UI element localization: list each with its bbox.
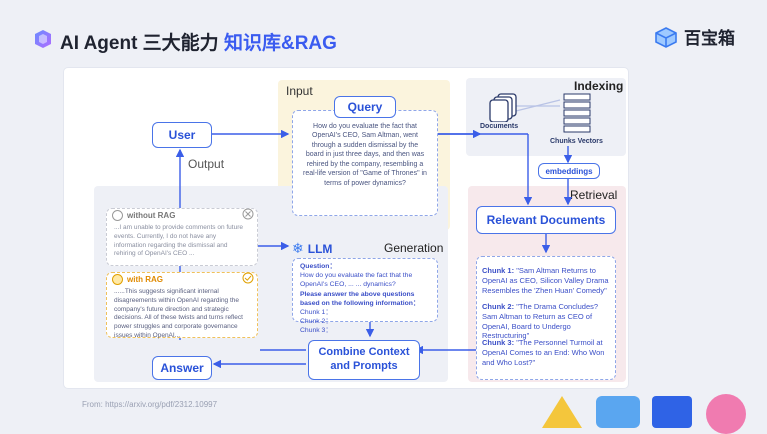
chunk-3-text: "The Personnel Turmoil at OpenAI Comes t… xyxy=(482,338,605,367)
chunk-2: Chunk 2: "The Drama Concludes? Sam Altma… xyxy=(482,302,610,341)
page-title: AI Agent 三大能力 知识库&RAG xyxy=(60,28,337,55)
with-rag-text: ......This suggests significant internal… xyxy=(114,288,243,339)
prompt-instruction: Please answer the above questions based … xyxy=(300,291,420,308)
box-logo-icon xyxy=(655,26,677,48)
user-node: User xyxy=(152,122,212,148)
prompt-question-text: How do you evaluate the fact that the Op… xyxy=(300,271,413,288)
llm-label: LLM xyxy=(307,241,333,256)
query-text: How do you evaluate the fact that OpenAI… xyxy=(303,123,427,187)
chunk-1-text: "Sam Altman Returns to OpenAI as CEO, Si… xyxy=(482,266,609,295)
blue-cube-decoration xyxy=(652,396,692,428)
generation-region-label: Generation xyxy=(384,241,444,255)
chunks-card xyxy=(476,256,616,380)
title-prefix: AI Agent 三大能力 xyxy=(60,33,219,54)
embeddings-node: embeddings xyxy=(538,163,600,179)
happy-face-icon xyxy=(112,274,123,285)
snowflake-icon: ❄ xyxy=(292,240,304,256)
prompt-question-label: Question： xyxy=(300,263,337,270)
with-rag-card xyxy=(106,272,258,338)
with-rag-label: with RAG xyxy=(127,275,163,284)
chunk-2-label: Chunk 2: xyxy=(482,302,515,311)
chunk-1: Chunk 1: "Sam Altman Returns to OpenAI a… xyxy=(482,266,610,295)
agent-logo-icon xyxy=(35,30,51,48)
chunk-2-text: "The Drama Concludes? Sam Altman to Retu… xyxy=(482,302,599,341)
chunk-1-label: Chunk 1: xyxy=(482,266,515,275)
without-rag-card xyxy=(106,208,258,266)
answer-node: Answer xyxy=(152,356,212,380)
without-rag-text: ...I am unable to provide comments on fu… xyxy=(114,224,243,258)
relevant-documents-node: Relevant Documents xyxy=(476,206,616,234)
title-highlight: 知识库&RAG xyxy=(223,33,337,54)
without-rag-label: without RAG xyxy=(127,211,176,220)
combine-line-1: Combine Context xyxy=(318,346,410,359)
prompt-chunk-2: Chunk 2： xyxy=(300,317,333,325)
prompt-card xyxy=(292,258,438,322)
documents-icon xyxy=(489,93,517,122)
cross-icon xyxy=(242,208,254,220)
vector-stack-icon xyxy=(563,93,591,133)
prompt-text: Question： How do you evaluate the fact t… xyxy=(300,263,432,336)
output-region-label: Output xyxy=(188,157,225,171)
blue-chevron-decoration xyxy=(596,396,640,428)
query-node: Query xyxy=(334,96,396,118)
brand: 百宝箱 xyxy=(654,24,735,49)
without-rag-header: without RAG xyxy=(112,210,175,221)
documents-label: Documents xyxy=(480,123,519,130)
brand-name: 百宝箱 xyxy=(684,29,735,48)
query-card xyxy=(292,110,438,216)
chunk-3-label: Chunk 3: xyxy=(482,338,515,347)
pink-ball-decoration xyxy=(706,394,746,434)
prompt-chunk-1: Chunk 1： xyxy=(300,309,333,317)
check-icon xyxy=(242,272,254,284)
yellow-triangle-decoration xyxy=(542,396,582,428)
retrieval-region-label: Retrieval xyxy=(570,188,618,202)
prompt-chunk-3: Chunk 3： xyxy=(300,326,333,334)
with-rag-header: with RAG xyxy=(112,274,163,285)
sad-face-icon xyxy=(112,210,123,221)
combine-node: Combine Context and Prompts xyxy=(308,340,420,380)
combine-line-2: and Prompts xyxy=(330,360,398,372)
chunks-vectors-label: Chunks Vectors xyxy=(550,138,603,145)
llm-node: ❄ LLM xyxy=(292,240,332,257)
input-region-label: Input xyxy=(286,84,313,98)
indexing-region-label: Indexing xyxy=(574,79,624,93)
chunk-3: Chunk 3: "The Personnel Turmoil at OpenA… xyxy=(482,338,610,367)
source-footer: From: https://arxiv.org/pdf/2312.10997 xyxy=(82,400,218,409)
